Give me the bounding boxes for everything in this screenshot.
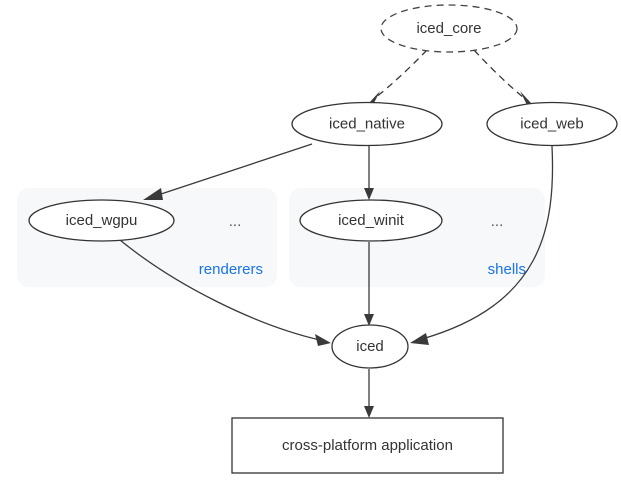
edge-iced-web-to-iced-path bbox=[421, 145, 554, 340]
edge-iced-native-to-iced-wgpu-path bbox=[154, 143, 313, 197]
node-iced-shape[interactable] bbox=[331, 324, 409, 369]
edge-iced-core-to-iced-web bbox=[473, 49, 531, 105]
edge-iced-to-app-arrowhead bbox=[364, 406, 374, 418]
edge-iced-core-to-iced-native-arrowhead bbox=[369, 91, 380, 105]
node-iced-native-shape[interactable] bbox=[291, 101, 443, 147]
node-iced-wgpu[interactable]: iced_wgpu bbox=[28, 199, 175, 242]
edge-iced-native-to-iced-winit-arrowhead bbox=[364, 188, 374, 200]
edge-iced-web-to-iced bbox=[410, 145, 554, 345]
edge-iced-winit-to-iced-arrowhead bbox=[364, 314, 374, 326]
edge-iced-wgpu-to-iced-path bbox=[119, 239, 321, 341]
edge-iced-native-to-iced-wgpu-arrowhead bbox=[143, 188, 163, 200]
cluster-shells: shells ... bbox=[289, 188, 545, 287]
node-app[interactable]: cross-platform application bbox=[231, 417, 504, 474]
node-iced-core-shape[interactable] bbox=[380, 4, 518, 53]
cluster-shells-rect bbox=[289, 188, 545, 287]
node-iced-web-shape[interactable] bbox=[486, 101, 618, 147]
edge-iced-web-to-iced-arrowhead bbox=[410, 333, 429, 345]
cluster-renderers-rect bbox=[17, 188, 277, 287]
edge-iced-core-to-iced-web-path bbox=[473, 49, 525, 99]
edge-iced-wgpu-to-iced-arrowhead bbox=[315, 334, 331, 346]
edge-iced-winit-to-iced bbox=[364, 242, 374, 326]
edge-iced-core-to-iced-native-path bbox=[374, 49, 428, 99]
edge-iced-native-to-iced-wgpu bbox=[143, 143, 313, 200]
node-app-shape[interactable] bbox=[231, 417, 504, 474]
node-iced-wgpu-shape[interactable] bbox=[28, 199, 175, 242]
node-iced-core[interactable]: iced_core bbox=[380, 4, 518, 53]
node-iced-web[interactable]: iced_web bbox=[486, 101, 618, 147]
edge-iced-wgpu-to-iced bbox=[119, 239, 331, 346]
node-iced[interactable]: iced bbox=[331, 324, 409, 369]
edge-iced-native-to-iced-winit bbox=[364, 146, 374, 200]
node-iced-winit[interactable]: iced_winit bbox=[299, 199, 443, 242]
edge-iced-core-to-iced-native bbox=[369, 49, 428, 105]
edge-iced-to-app bbox=[364, 369, 374, 418]
node-iced-native[interactable]: iced_native bbox=[291, 101, 443, 147]
cluster-renderers: renderers ... bbox=[17, 188, 277, 287]
node-iced-winit-shape[interactable] bbox=[299, 199, 443, 242]
edge-iced-core-to-iced-web-arrowhead bbox=[520, 91, 531, 105]
